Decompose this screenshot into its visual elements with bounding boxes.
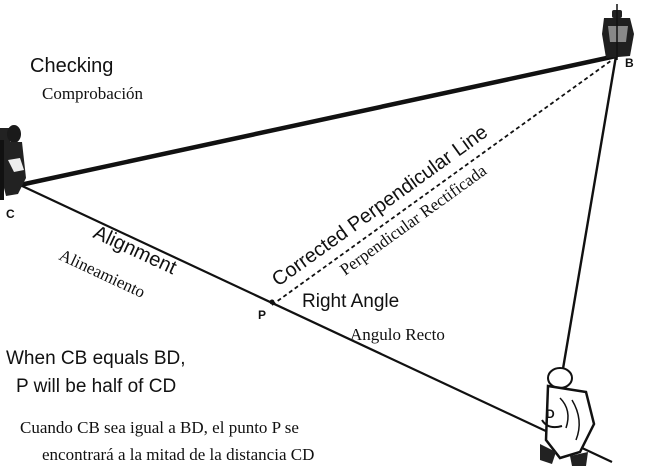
- corrected-perpendicular-line: [271, 59, 613, 306]
- note-line-2: P will be half of CD: [16, 376, 176, 397]
- surveyor-d-icon: [540, 367, 596, 466]
- point-c-label: C: [6, 207, 15, 221]
- corrected-line-label: Corrected Perpendicular Line: [268, 121, 492, 291]
- surveyor-b-icon: [602, 4, 634, 60]
- note-es-line-1: Cuando CB sea igual a BD, el punto P se: [20, 418, 299, 437]
- point-p-label: P: [258, 308, 266, 322]
- diagram-title: Checking: [30, 55, 113, 77]
- note-line-1: When CB equals BD,: [6, 348, 186, 369]
- diagram-title-es: Comprobación: [42, 84, 144, 103]
- point-b-label: B: [625, 56, 634, 70]
- point-d-label: D: [546, 407, 555, 421]
- note-es-line-2: encontrará a la mitad de la distancia CD: [42, 445, 314, 464]
- point-p-marker: [269, 299, 275, 305]
- right-angle-label: Right Angle: [302, 291, 399, 312]
- surveyor-c-icon: [0, 125, 26, 200]
- line-bd: [554, 55, 618, 411]
- right-angle-label-es: Angulo Recto: [350, 325, 445, 344]
- alignment-line-cd: [19, 184, 613, 463]
- line-cb: [17, 53, 619, 188]
